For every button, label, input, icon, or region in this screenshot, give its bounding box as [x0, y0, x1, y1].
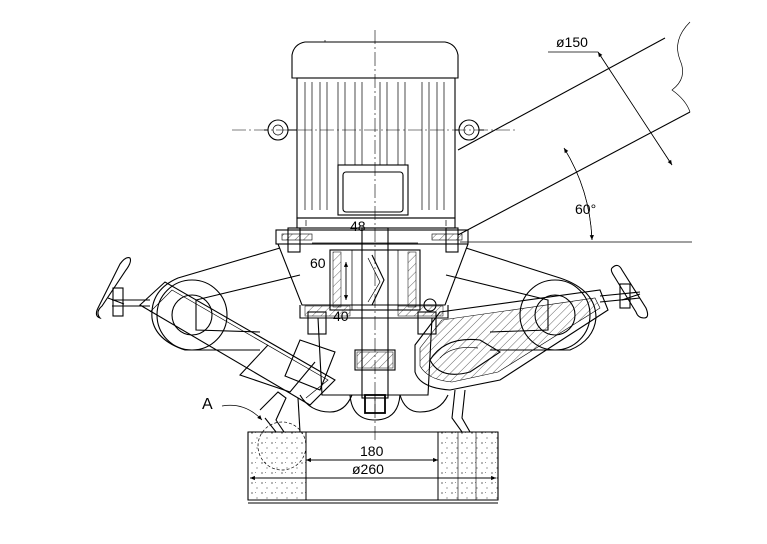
label-dim-60: 60 — [310, 255, 326, 271]
support-legs — [259, 391, 301, 433]
inner-dimension-marks — [312, 242, 418, 319]
concrete-foundation — [221, 404, 499, 504]
label-angle-60: 60° — [575, 201, 596, 217]
motor — [264, 40, 484, 229]
label-dim-180: 180 — [360, 443, 384, 459]
label-detail-a: A — [202, 396, 213, 413]
inclined-pipe — [457, 21, 692, 243]
center-lines — [232, 30, 515, 440]
right-valve-assembly — [414, 264, 649, 433]
motor-fins — [304, 82, 445, 210]
left-valve-assembly — [95, 257, 336, 406]
label-dia-260: ø260 — [352, 461, 384, 477]
label-dim-40: 40 — [333, 308, 349, 324]
label-dim-48: 48 — [350, 218, 366, 234]
label-dia-150: ø150 — [556, 34, 588, 50]
